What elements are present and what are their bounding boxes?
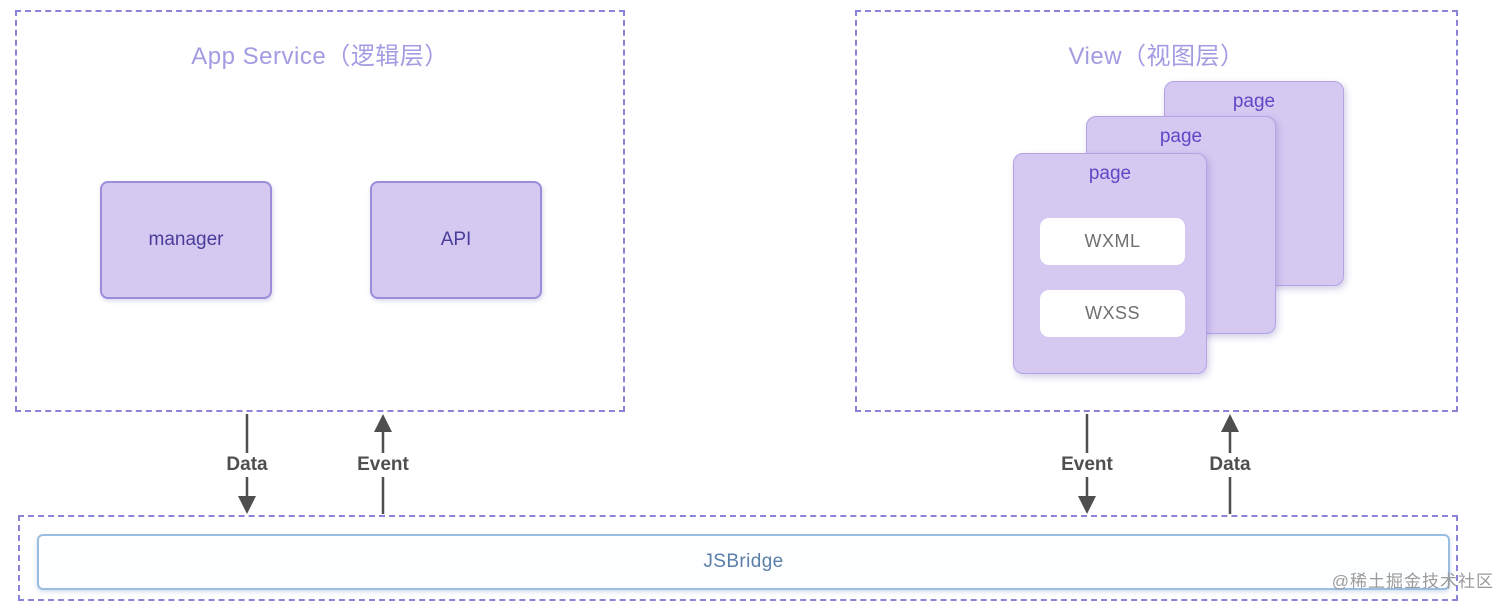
data-arrow-label-right: Data	[1204, 453, 1256, 477]
app-service-layer: App Service（逻辑层） manager API	[15, 10, 625, 412]
data-arrow-label-left: Data	[221, 453, 273, 477]
app-service-title: App Service（逻辑层）	[191, 43, 449, 70]
wxss-box: WXSS	[1040, 290, 1185, 337]
view-layer: View（视图层） page page page WXML WXSS	[855, 10, 1458, 412]
jsbridge-container: JSBridge	[18, 515, 1458, 601]
watermark: @稀土掘金技术社区	[1331, 572, 1494, 591]
page-label: page	[1159, 126, 1203, 147]
event-arrow-label-left: Event	[352, 453, 414, 477]
page-label: page	[1088, 163, 1132, 184]
event-arrow-label-right: Event	[1056, 453, 1118, 477]
wxml-box: WXML	[1040, 218, 1185, 265]
jsbridge-bar: JSBridge	[37, 534, 1450, 590]
view-title: View（视图层）	[1068, 43, 1245, 70]
manager-box: manager	[100, 181, 272, 299]
page-label: page	[1232, 91, 1276, 112]
api-box: API	[370, 181, 542, 299]
page-card-front: page WXML WXSS	[1013, 153, 1207, 374]
